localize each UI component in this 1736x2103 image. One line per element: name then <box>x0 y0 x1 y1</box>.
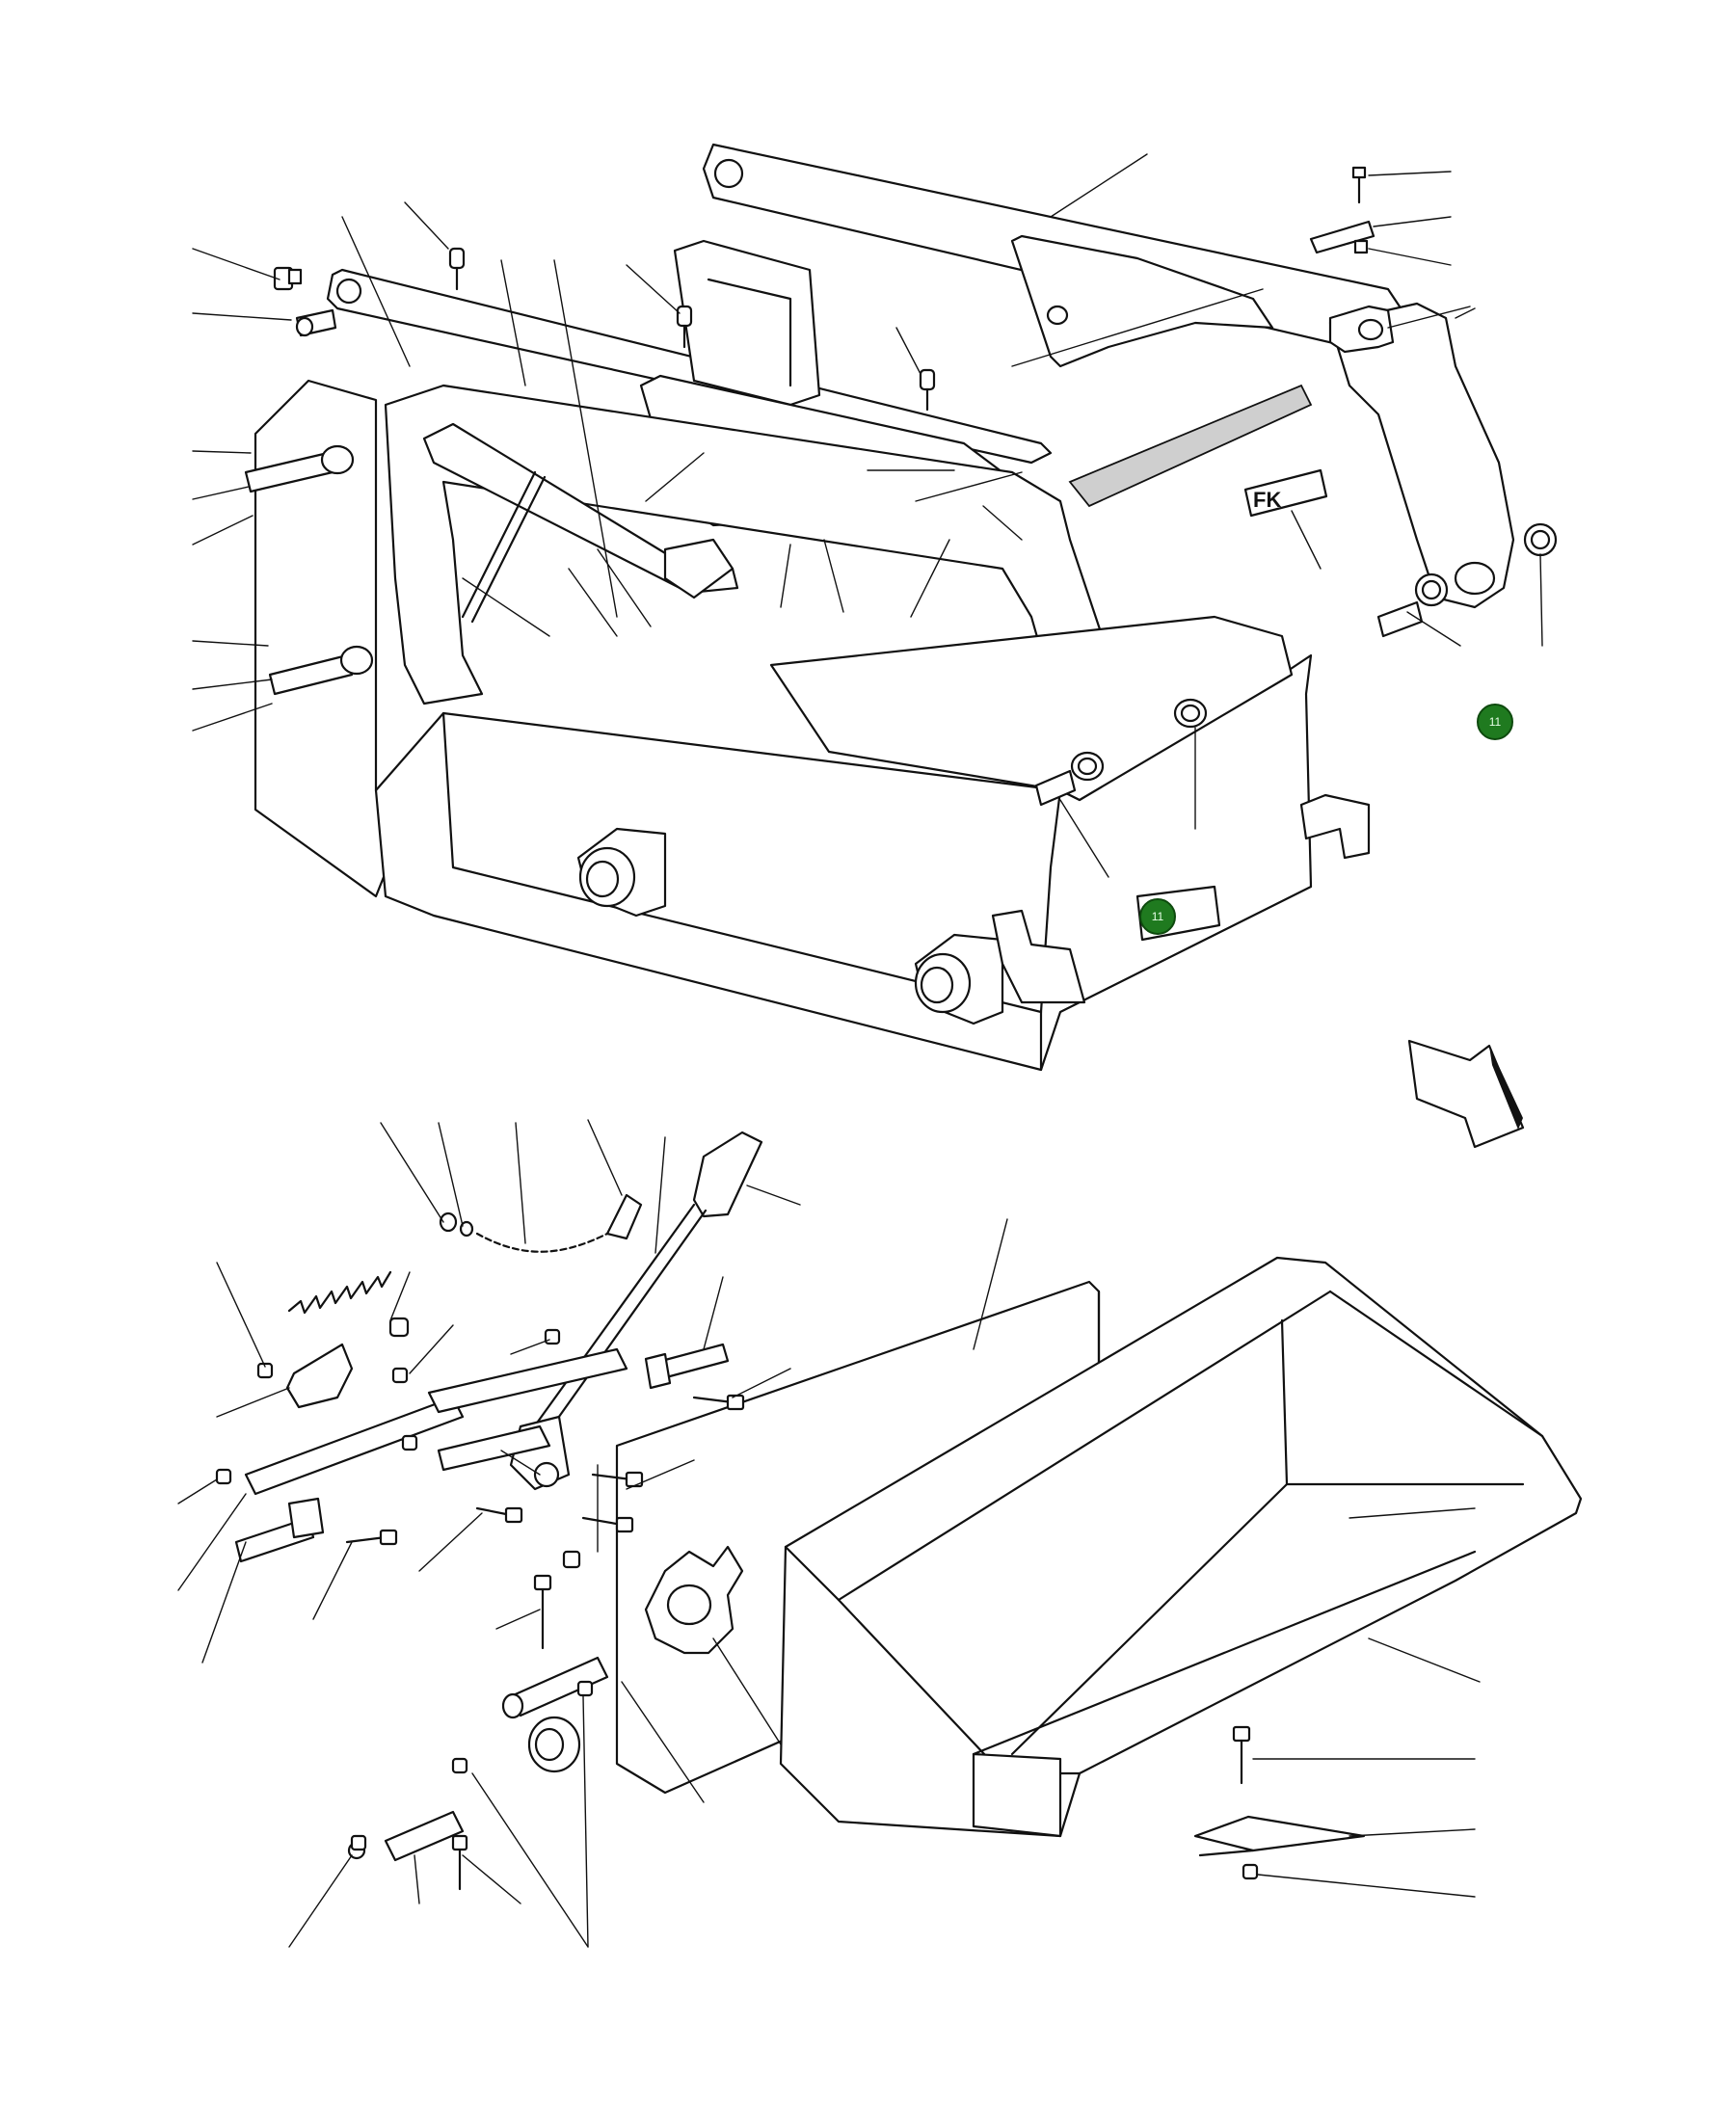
rear-gusset-plate <box>1010 234 1274 368</box>
leader-lines-upper <box>192 153 1543 878</box>
pin-front-lower <box>1034 769 1077 807</box>
bolt-vertical-1 <box>533 1574 552 1650</box>
left-upper-pin <box>244 444 355 493</box>
bucket-body <box>779 1256 1583 1838</box>
rear-lug-bracket <box>991 909 1086 1004</box>
grease-fitting-lower <box>350 1550 581 1851</box>
bucket-inner-floor <box>1010 1482 1289 1756</box>
right-side-arm <box>1328 302 1515 609</box>
bolt-lower-1 <box>345 1529 398 1546</box>
logo-text: FK <box>1253 488 1281 512</box>
bushing-front-2 <box>1070 751 1105 782</box>
bucket-corner-plate <box>972 1752 1062 1838</box>
nut-set-lower <box>215 1317 594 1774</box>
upper-link-bar <box>427 1347 628 1414</box>
top-bolt-3 <box>919 368 936 412</box>
bolt-lower-3 <box>581 1516 634 1533</box>
bucket-tooth <box>1193 1815 1366 1857</box>
bucket-rear-edge <box>1328 1290 1544 1438</box>
bushing-front-1 <box>1173 698 1208 729</box>
sprocket-wheel <box>644 1545 744 1655</box>
loader-frame-assembly: FK <box>192 143 1558 1149</box>
bolt-lower-4 <box>475 1506 523 1524</box>
bolt-lower-5 <box>692 1394 745 1411</box>
bushing-right-2 <box>1414 572 1449 607</box>
bracket-edge <box>707 278 792 387</box>
lift-arm-pivot-hole <box>713 158 744 189</box>
manufacturer-logo-plate: FK <box>1243 468 1328 518</box>
bushing-right-1 <box>1523 522 1558 557</box>
main-top-cross-beam <box>326 268 1053 465</box>
leader-lines-lower <box>177 1119 1481 1948</box>
stub-axle <box>501 1656 609 1719</box>
side-lug-bracket <box>1299 793 1371 860</box>
box-fold-edge <box>441 711 1043 1014</box>
lower-pivot-pin <box>234 1497 325 1563</box>
cross-tube-with-grip <box>1068 384 1313 508</box>
tooth-bolt <box>1232 1725 1251 1785</box>
bucket-cutting-edge <box>972 1550 1477 1756</box>
tension-spring <box>287 1270 392 1315</box>
axle-bushing <box>527 1716 581 1773</box>
upper-pivot-pin <box>644 1343 730 1390</box>
cam-plate <box>285 1343 354 1409</box>
top-bolt-2 <box>676 305 693 349</box>
grease-fitting-elbow <box>273 266 303 291</box>
rear-upright-bracket <box>673 239 821 407</box>
box-top-deck <box>769 615 1294 802</box>
top-bolt-1 <box>448 247 466 291</box>
tooth-nut <box>1242 1863 1259 1880</box>
control-link-rod <box>422 422 739 595</box>
bolt-vertical-2 <box>451 1834 468 1891</box>
gusset-bolt <box>1046 305 1069 326</box>
mid-link-bar <box>437 1424 551 1472</box>
right-bolt-pin <box>1309 166 1375 254</box>
callout-11-right[interactable]: 11 <box>1477 704 1513 740</box>
frame-lever-rod <box>461 470 537 619</box>
mounting-hub-right <box>914 933 1004 1025</box>
lower-pin-long <box>347 1810 465 1862</box>
link-clevis <box>663 538 734 599</box>
lower-link-bar <box>244 1396 465 1496</box>
left-lower-pin <box>268 645 374 696</box>
left-top-pin <box>295 308 337 337</box>
beam-pivot-left <box>335 278 362 305</box>
bucket-linkage-assembly <box>177 1119 1583 1948</box>
retaining-chain <box>439 1193 643 1253</box>
callout-11-front[interactable]: 11 <box>1139 898 1176 935</box>
orientation-arrow <box>1407 1039 1525 1149</box>
pivot-pin-head <box>1357 318 1384 341</box>
right-arm-pivot <box>1454 561 1496 596</box>
mounting-hub-left <box>576 827 667 918</box>
pin-right-lower <box>1376 600 1424 638</box>
